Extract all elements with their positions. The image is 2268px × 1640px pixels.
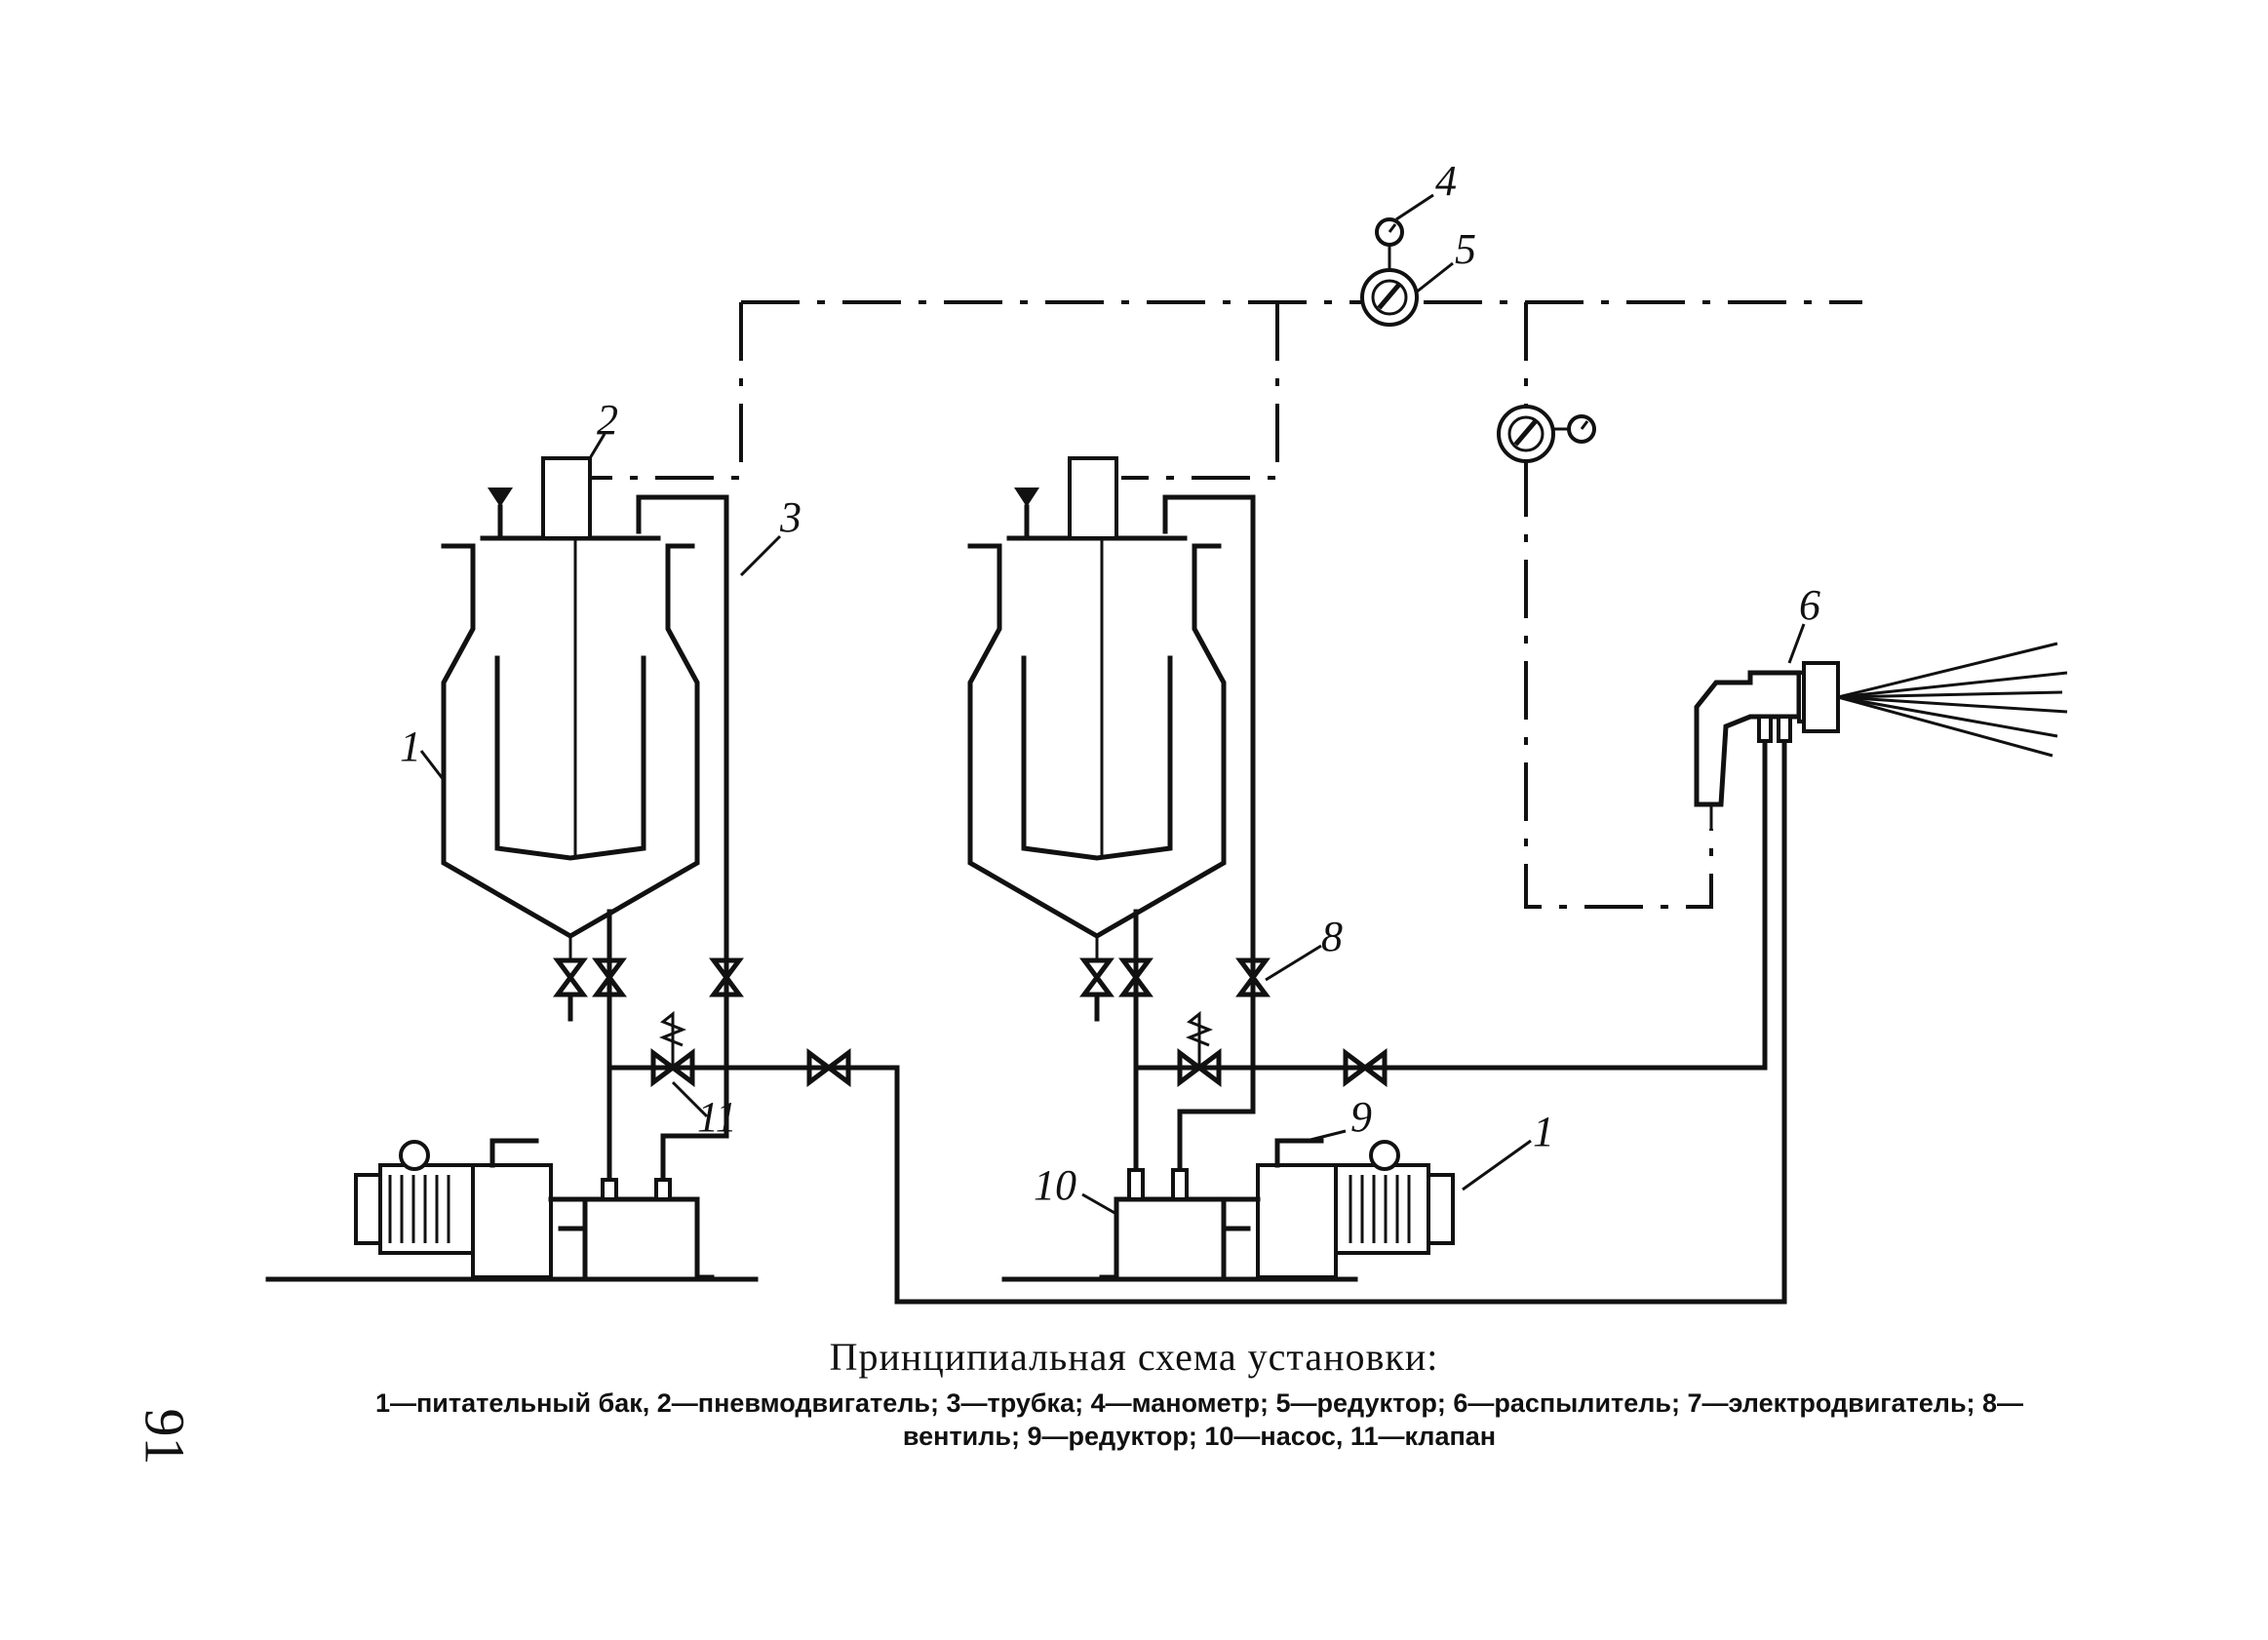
label-2: 2 <box>597 396 618 444</box>
pneumatic-motor-left <box>541 456 592 540</box>
feed-tank-left <box>441 535 700 960</box>
caption-legend: 1—питательный бак, 2—пневмодвигатель; 3—… <box>312 1386 2087 1453</box>
pump-left <box>582 1178 715 1280</box>
air-line <box>585 300 1862 909</box>
gearbox-left <box>471 1138 588 1279</box>
fill-funnel-right <box>1014 488 1039 541</box>
pump-right <box>1099 1168 1227 1280</box>
tube-right <box>1133 494 1256 1173</box>
valve-11-left <box>606 1010 1787 1305</box>
tube-3 <box>606 494 729 1183</box>
label-3: 3 <box>779 493 802 541</box>
label-11: 11 <box>697 1093 737 1141</box>
legend-line-2: вентиль; 9—редуктор; 10—насос, 11—клапан <box>902 1422 1497 1451</box>
reducer-5 <box>1360 268 1419 327</box>
electric-motor-right <box>1334 1140 1455 1255</box>
branch-reducer <box>1497 405 1596 463</box>
label-8: 8 <box>1321 913 1343 960</box>
label-7-motor: 1 <box>1533 1108 1554 1155</box>
spray-jet <box>1837 642 2068 758</box>
label-5: 5 <box>1455 225 1476 273</box>
pneumatic-motor-right <box>1068 456 1118 540</box>
electric-motor-left <box>354 1140 475 1255</box>
valve-right-line <box>1133 738 1787 1305</box>
leader-lines <box>419 193 1806 1216</box>
valves-right <box>1079 957 1271 1022</box>
label-10: 10 <box>1034 1161 1076 1209</box>
label-4: 4 <box>1435 157 1457 205</box>
label-9: 9 <box>1350 1093 1372 1141</box>
page-number: 91 <box>133 1408 197 1465</box>
legend-line-1: 1—питательный бак, 2—пневмодвигатель; 3—… <box>374 1388 2024 1418</box>
fill-funnel-left <box>488 488 513 541</box>
valves-left <box>553 957 744 1022</box>
gearbox-right <box>1221 1138 1338 1279</box>
feed-tank-right <box>967 535 1227 960</box>
label-1-tank: 1 <box>400 722 421 770</box>
spray-gun-6 <box>1694 661 1840 829</box>
label-6: 6 <box>1799 581 1820 629</box>
manometer-4 <box>1375 217 1404 278</box>
caption-title: Принципиальная схема установки: <box>829 1335 1439 1379</box>
